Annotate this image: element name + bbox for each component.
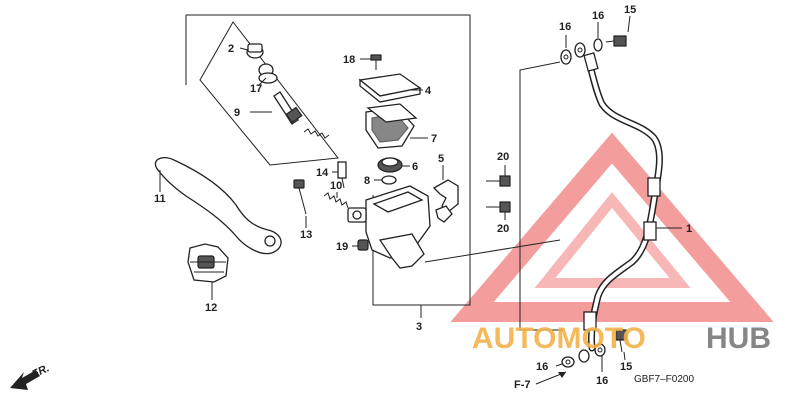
diaphragm	[365, 103, 418, 149]
reservoir-cap	[358, 73, 422, 103]
f7-arrow-head	[558, 372, 566, 378]
brake-lever	[154, 156, 282, 255]
front-marker: FR.	[30, 362, 51, 380]
piston-kit	[246, 43, 330, 139]
label-part-19: 19	[336, 241, 348, 253]
front-arrow-icon	[10, 370, 40, 390]
watermark-logo: AUTOMOTO HUB	[472, 322, 771, 355]
leader-master-to-hose	[424, 239, 561, 263]
label-part-13: 13	[300, 229, 312, 241]
spring-9	[303, 128, 330, 139]
leader-17	[257, 77, 267, 87]
label-part-7: 7	[431, 133, 437, 145]
lower-hose-fittings	[561, 329, 627, 368]
dust-boot	[187, 243, 229, 283]
mount-bolt-19	[357, 239, 369, 251]
label-part-8: 8	[364, 175, 370, 187]
label-part-9: 9	[234, 107, 240, 119]
watermark-text-part1: AUTOMOTO	[472, 322, 646, 355]
adjuster-spring	[323, 161, 349, 209]
master-cylinder	[347, 185, 431, 269]
holder-bolt-lower	[486, 201, 511, 213]
cover-screw	[370, 54, 382, 70]
brake-hose	[583, 52, 663, 352]
label-part-1: 1	[686, 223, 692, 235]
label-part-16-top-b: 16	[592, 10, 604, 22]
label-part-15-bottom: 15	[620, 361, 632, 373]
label-part-17: 17	[250, 83, 262, 95]
label-part-4: 4	[425, 85, 432, 97]
handlebar-holder	[432, 179, 459, 223]
label-part-10: 10	[330, 180, 342, 192]
leader-15-bottom	[623, 351, 626, 361]
label-part-2: 2	[228, 43, 234, 55]
label-part-5: 5	[438, 153, 444, 165]
leader-15-top	[627, 15, 631, 33]
label-part-16-top-a: 16	[559, 21, 571, 33]
label-part-14: 14	[316, 167, 329, 179]
group-bracket-9	[199, 21, 339, 166]
label-part-20a: 20	[497, 151, 509, 163]
label-part-11: 11	[154, 193, 166, 205]
label-part-15-top: 15	[624, 4, 636, 16]
pivot-bolt	[293, 179, 307, 215]
label-part-16-bottom-b: 16	[596, 375, 608, 387]
washer-8	[381, 175, 397, 185]
ref-f7: F-7	[514, 379, 531, 391]
bracket-hose-group	[519, 61, 563, 331]
label-part-20b: 20	[497, 223, 509, 235]
watermark-triangle	[450, 132, 774, 322]
label-part-12: 12	[205, 302, 217, 314]
label-part-3: 3	[416, 321, 422, 333]
watermark-text-part2: HUB	[706, 322, 771, 355]
label-part-6: 6	[412, 161, 418, 173]
upper-hose-fittings	[560, 35, 627, 65]
diagram-code: GBF7–F0200	[634, 374, 694, 385]
leader-16-bottom-a	[555, 363, 563, 367]
leader-2	[239, 47, 249, 51]
diaphragm-plate	[377, 157, 403, 173]
group-bracket-3	[186, 14, 471, 306]
label-part-18: 18	[343, 54, 355, 66]
holder-bolt-upper	[486, 175, 511, 187]
label-part-16-bottom-a: 16	[536, 361, 548, 373]
